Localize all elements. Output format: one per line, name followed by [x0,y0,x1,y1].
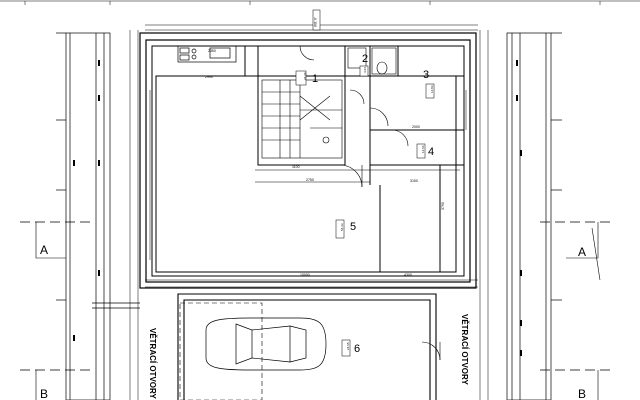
dim-bottom-main: 10000 [300,273,310,277]
vent-label-left: VĚTRACÍ OTVORY [148,328,157,399]
windows [145,39,471,260]
area-tag-1: 24.44 [303,72,307,80]
bathroom-fixtures [322,47,397,144]
dim-right-a: 2000 [412,125,420,129]
area-tag-2: 4.64 [363,67,367,73]
room-number-4: 4 [428,146,434,158]
dim-top-left: 2990 [205,75,213,79]
room-number-5: 5 [350,221,356,233]
area-tag-3: 14.83 [430,85,434,93]
room-number-3: 3 [423,69,429,81]
section-arrows [35,222,601,400]
kitchen-counter [177,45,237,63]
dim-right-b: 3150 [410,179,418,183]
vent-label-right: VĚTRACÍ OTVORY [460,314,469,385]
section-label-a-right: A [578,245,586,259]
area-tag-4: 14.64 [421,145,425,153]
dim-mid-b: 2750 [306,178,314,182]
garage-walls [177,293,437,400]
right-strip-marks [516,60,522,356]
left-strip-bottom [92,302,140,309]
staircase [261,79,343,159]
section-cut-lines [20,221,610,371]
room-number-1: 1 [312,73,318,85]
car-symbol [205,317,327,371]
area-tag-5: 54.43 [340,223,344,231]
room-number-2: 2 [362,53,368,65]
dim-kitchen: 2350 [208,49,216,53]
area-tag-boxes [295,65,435,357]
level-tag: -0.150 [313,17,317,27]
interior-walls [151,45,465,277]
dim-bottom-right: 4300 [404,273,412,277]
dimension-chains [129,24,489,400]
dim-mid-a: 1100 [292,165,300,169]
left-strip-marks [73,60,100,341]
room-number-6: 6 [354,343,360,355]
dim-inner-5: 3790 [441,202,445,210]
left-section-strip [56,32,111,400]
garage-parking-zone [179,302,263,400]
section-label-b-left: B [40,387,48,400]
frame-top-ticks [24,1,601,5]
right-section-strip [506,32,562,400]
area-tag-6: 24.65 [346,342,350,350]
doors [299,45,441,361]
section-label-b-right: B [578,387,586,400]
level-tag-box [312,9,321,31]
section-label-a-left: A [40,243,48,257]
